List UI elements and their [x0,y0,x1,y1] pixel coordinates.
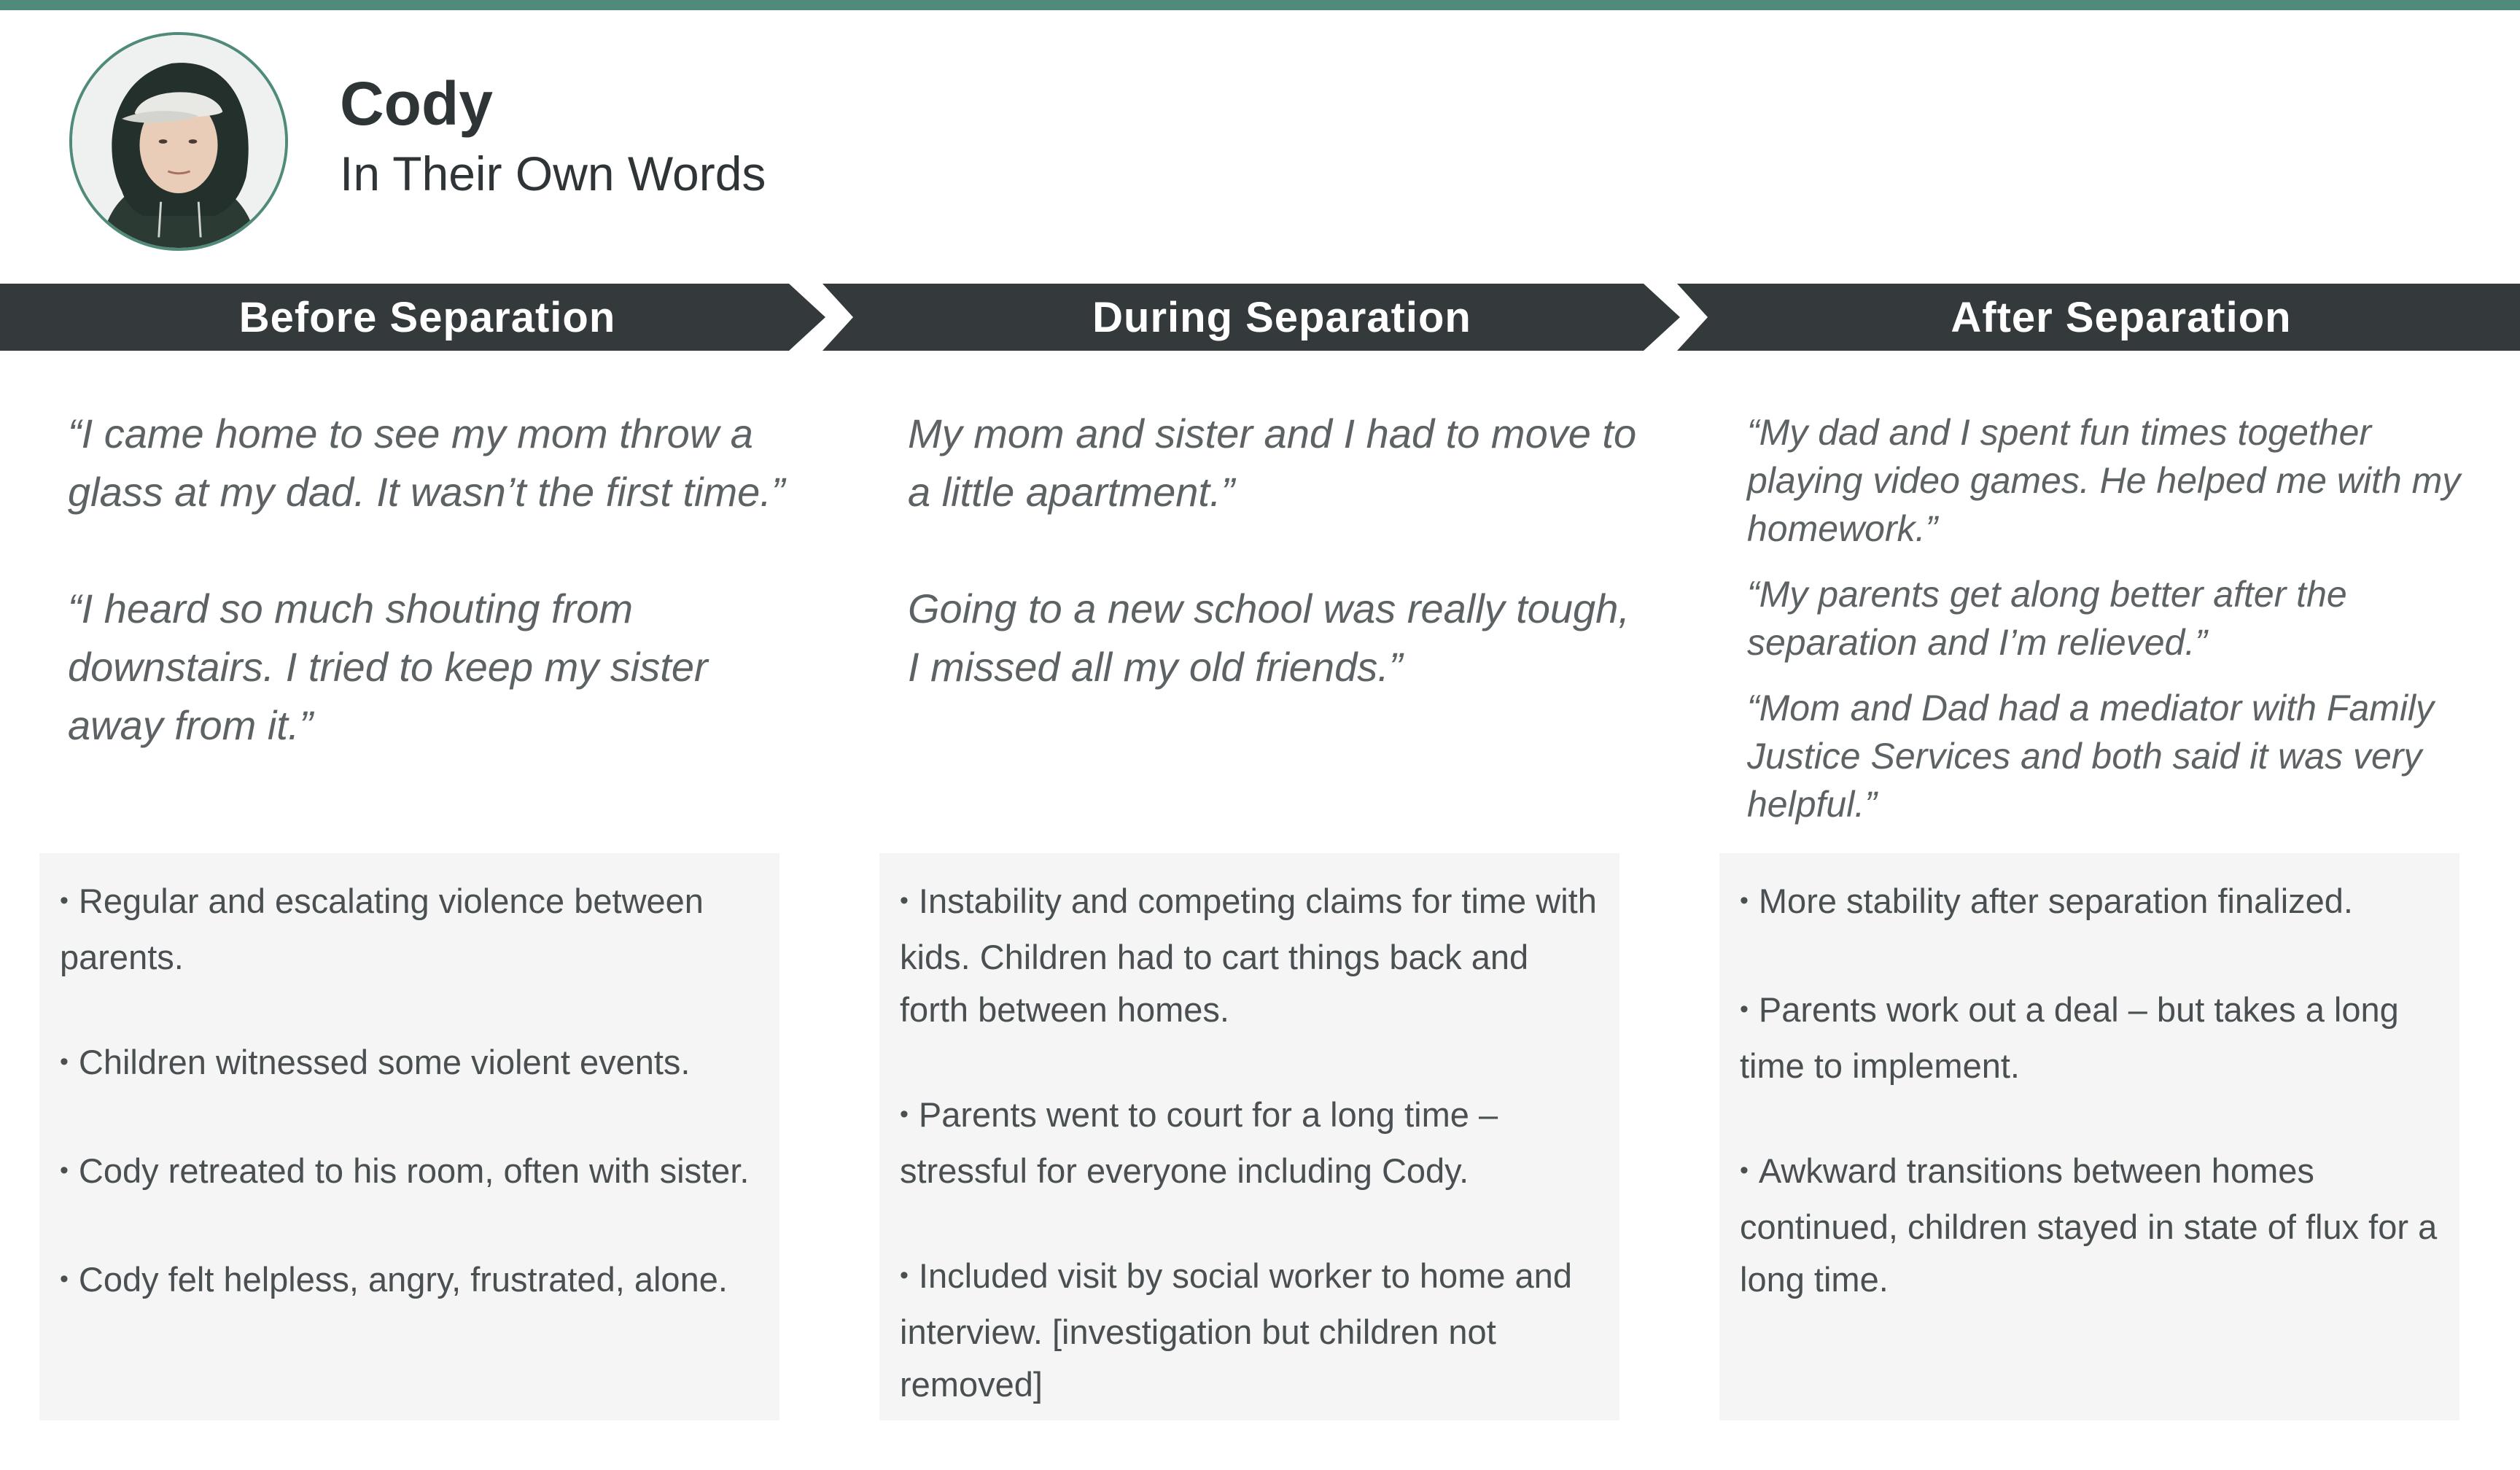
phase-label-after: After Separation [1951,293,2292,341]
bullet-icon: • [1740,887,1749,914]
quote: “Mom and Dad had a mediator with Family … [1747,688,2435,825]
quotes-after: “My dad and I spent fun times together p… [1747,408,2476,828]
top-accent-rule [0,0,2520,10]
bullet-icon: • [60,1156,69,1184]
bullet-icon: • [1740,1156,1749,1184]
list-item: •Included visit by social worker to home… [900,1256,1572,1404]
bullet-icon: • [60,1048,69,1076]
avatar-portrait-icon [72,35,285,248]
list-item: •Cody felt helpless, angry, frustrated, … [60,1260,728,1299]
facts-panel-before: •Regular and escalating violence between… [39,853,779,1420]
list-item: •Children witnessed some violent events. [60,1043,691,1081]
quote: My mom and sister and I had to move to a… [908,411,1637,515]
bullet-icon: • [900,1100,909,1128]
quote: Going to a new school was really tough, … [908,586,1630,690]
avatar [69,32,288,251]
quotes-during: My mom and sister and I had to move to a… [908,405,1637,696]
quote: “My parents get along better after the s… [1747,574,2347,663]
quote: “My dad and I spent fun times together p… [1747,412,2461,549]
list-item: •Instability and competing claims for ti… [900,882,1597,1029]
phase-label-during: During Separation [1092,293,1471,341]
bullet-icon: • [1740,995,1749,1023]
list-item: •Awkward transitions between homes conti… [1740,1151,2438,1299]
quote: “I came home to see my mom throw a glass… [68,411,785,515]
bullet-icon: • [900,1261,909,1289]
bullet-icon: • [60,887,69,914]
list-item: •Regular and escalating violence between… [60,882,704,976]
bullet-icon: • [900,887,909,914]
bullet-icon: • [60,1265,69,1293]
list-item: •Parents work out a deal – but takes a l… [1740,990,2399,1085]
phase-banner [0,284,2520,351]
phase-banner-arrows [0,284,2520,351]
list-item: •Cody retreated to his room, often with … [60,1151,750,1190]
list-item: •Parents went to court for a long time –… [900,1095,1498,1190]
facts-panel-during: •Instability and competing claims for ti… [879,853,1619,1420]
list-item: •More stability after separation finaliz… [1740,882,2353,920]
phase-label-before: Before Separation [238,293,616,341]
persona-subtitle: In Their Own Words [340,147,766,201]
facts-panel-after: •More stability after separation finaliz… [1719,853,2459,1420]
quotes-before: “I came home to see my mom throw a glass… [68,405,797,755]
quote: “I heard so much shouting from downstair… [68,586,708,748]
persona-name: Cody [340,69,493,138]
